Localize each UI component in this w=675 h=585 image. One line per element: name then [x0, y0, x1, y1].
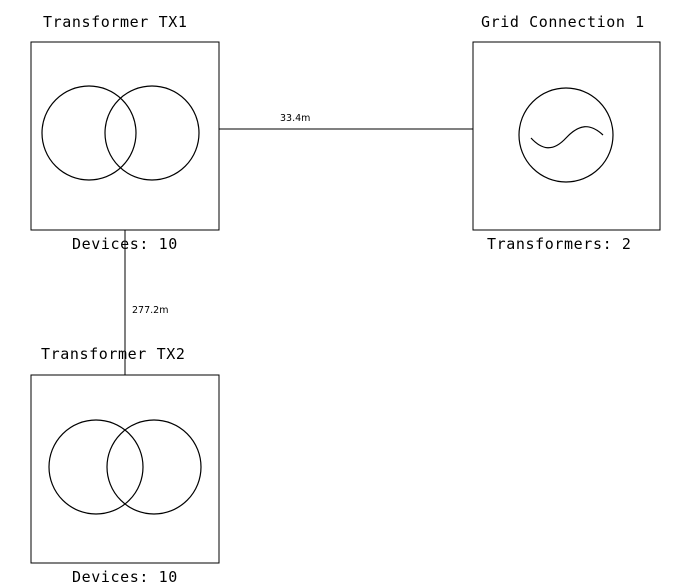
node-grid-connection-1[interactable]: Grid Connection 1 Transformers: 2 — [472, 13, 661, 253]
node-transformer-tx1[interactable]: Transformer TX1 Devices: 10 — [30, 13, 220, 253]
transformer-icon — [41, 85, 200, 181]
edge-length-label: 33.4m — [280, 113, 310, 124]
node-transformer-tx2[interactable]: Transformer TX2 Devices: 10 — [30, 345, 220, 585]
node-title: Transformer TX2 — [41, 345, 185, 363]
node-title: Grid Connection 1 — [481, 13, 645, 31]
node-footer: Transformers: 2 — [487, 235, 631, 253]
node-box[interactable] — [30, 374, 220, 564]
node-box[interactable] — [30, 41, 220, 231]
transformer-icon — [48, 419, 202, 515]
node-footer: Devices: 10 — [72, 235, 178, 253]
node-title: Transformer TX1 — [43, 13, 187, 31]
edge-length-label: 277.2m — [132, 305, 168, 316]
node-box[interactable] — [472, 41, 661, 231]
ac-source-icon — [518, 87, 614, 183]
node-footer: Devices: 10 — [72, 568, 178, 585]
